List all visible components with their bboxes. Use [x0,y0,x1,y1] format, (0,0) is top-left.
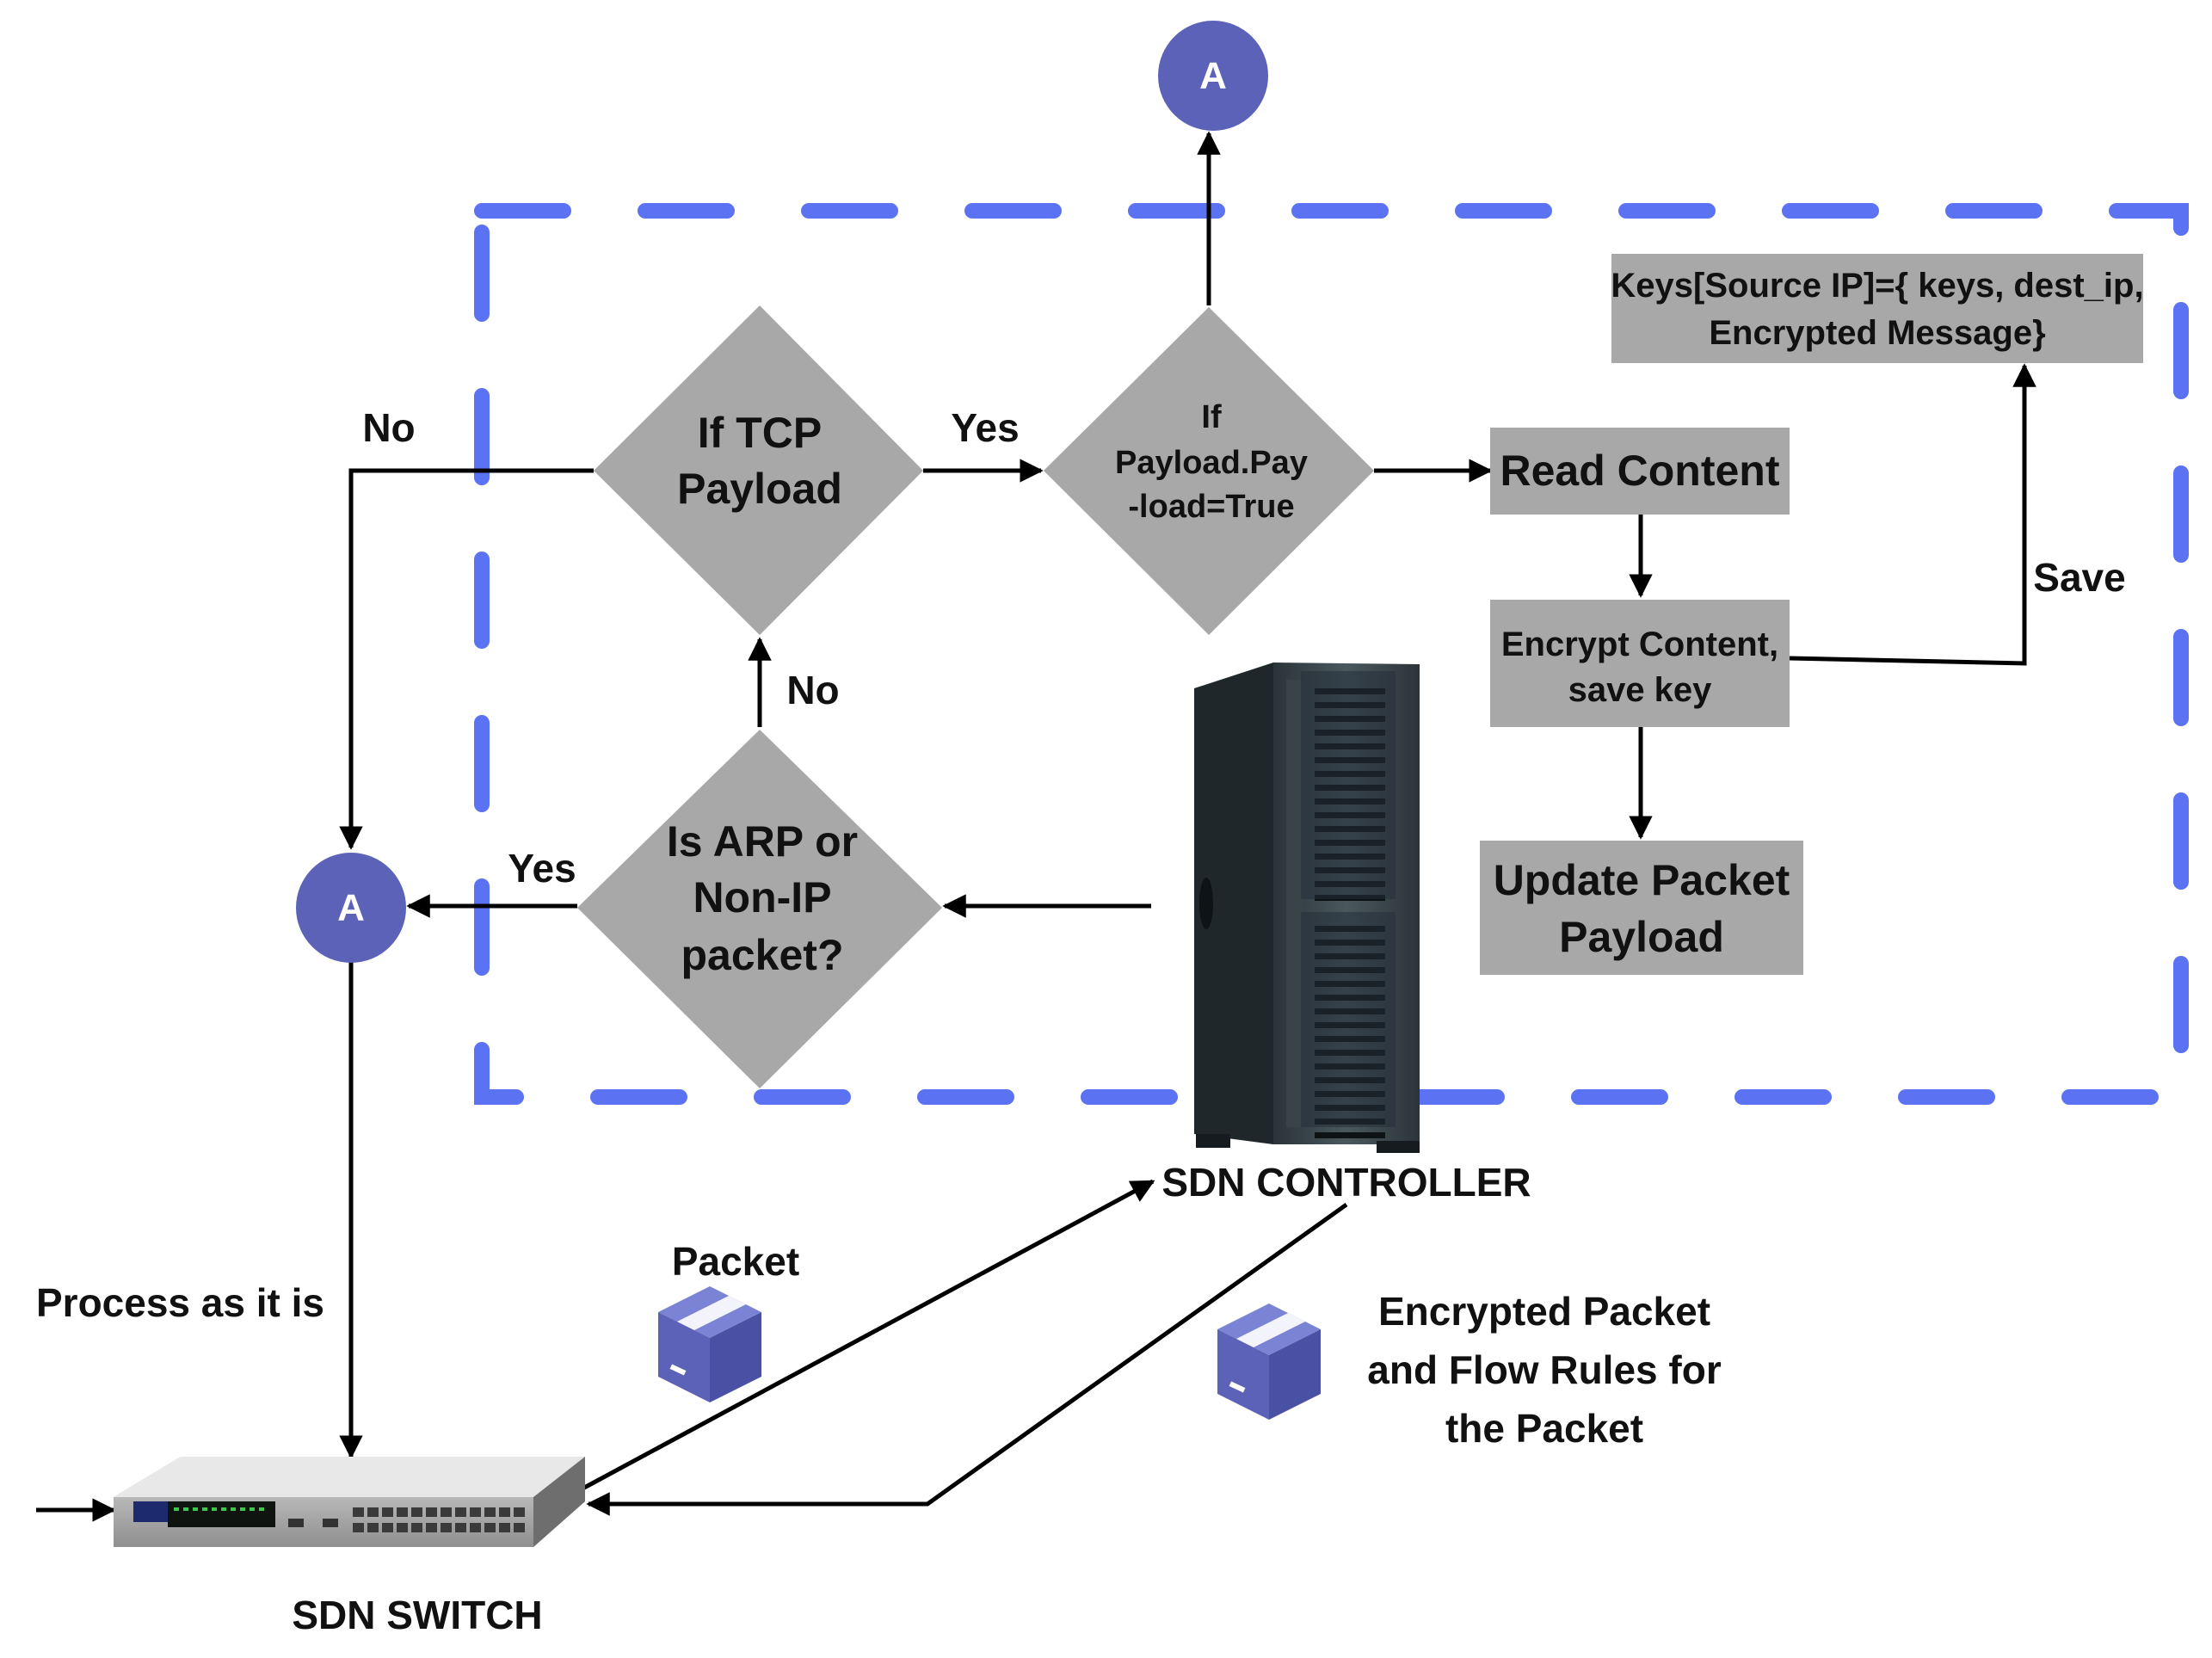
encrypted-packet-label-line3: the Packet [1445,1406,1643,1451]
svg-text:A: A [1199,55,1227,97]
network-port [397,1507,408,1517]
network-port [470,1507,481,1517]
status-led [250,1507,255,1511]
network-port [353,1507,364,1517]
process-encrypt-content: Encrypt Content, save key [1490,600,1790,727]
network-port [455,1523,466,1532]
decision-payload-true: If Payload.Pay -load=True [1044,307,1374,635]
network-port [484,1507,496,1517]
svg-text:A: A [337,887,365,929]
status-led [259,1507,264,1511]
process-update-payload: Update Packet Payload [1480,841,1803,975]
encrypted-packet-label-line2: and Flow Rules for [1367,1347,1722,1392]
network-port [514,1507,525,1517]
process-read-content: Read Content [1490,428,1790,515]
network-port [397,1523,408,1532]
edge-controller-switch [586,1202,1348,1516]
packet-label: Packet [672,1239,799,1284]
svg-text:Payload: Payload [1559,913,1724,961]
edge-switch-controller [573,1179,1155,1495]
status-led [212,1507,217,1511]
status-led [231,1507,236,1511]
network-port [367,1507,379,1517]
label-process-as-is: Process as it is [36,1280,324,1325]
status-led [221,1507,226,1511]
drive-slot [1315,1132,1385,1138]
status-led [174,1507,179,1511]
status-led [202,1507,207,1511]
label-no-mid: No [786,668,839,712]
network-port [499,1507,510,1517]
network-port [382,1523,393,1532]
label-yes-left: Yes [508,846,576,891]
svg-text:Encrypted Message}: Encrypted Message} [1709,314,2045,352]
network-port [484,1523,496,1532]
encrypted-packet-label-line1: Encrypted Packet [1378,1289,1710,1334]
edge-tcp-no [339,468,594,850]
network-port [470,1523,481,1532]
status-led [240,1507,245,1511]
package-box-icon [1217,1304,1321,1420]
status-led [193,1507,198,1511]
network-port [353,1523,364,1532]
controller-label: SDN CONTROLLER [1161,1160,1531,1205]
flow-edges [36,131,2036,1522]
svg-text:Read Content: Read Content [1500,447,1780,495]
svg-text:save key: save key [1568,671,1713,709]
network-port [382,1507,393,1517]
decision-arp-non-ip: Is ARP or Non-IP packet? [577,730,942,1088]
network-port [411,1507,422,1517]
svg-text:If: If [1201,399,1222,435]
network-port [367,1523,379,1532]
status-led [183,1507,188,1511]
svg-text:Payload.Pay: Payload.Pay [1115,445,1308,481]
svg-text:packet?: packet? [681,931,844,979]
network-port [426,1523,437,1532]
switch-label: SDN SWITCH [292,1593,542,1637]
network-port [499,1523,510,1532]
server-tower-icon [1194,663,1420,1153]
label-yes-top: Yes [951,405,1019,450]
network-port [441,1507,452,1517]
edge-encrypt-keys [1789,363,2036,666]
svg-text:Update Packet: Update Packet [1494,856,1790,904]
package-box-icon [658,1286,761,1402]
label-save: Save [2033,555,2125,600]
svg-text:Encrypt Content,: Encrypt Content, [1501,626,1778,663]
connector-a-left: A [296,853,406,963]
label-no-top: No [362,405,415,450]
network-port [514,1523,525,1532]
network-port [411,1523,422,1532]
svg-text:-load=True: -load=True [1128,489,1294,525]
network-port [455,1507,466,1517]
decision-tcp-payload: If TCP Payload [594,305,923,635]
svg-text:Is ARP or: Is ARP or [667,817,858,866]
svg-text:Non-IP: Non-IP [693,873,831,921]
connector-a-top: A [1158,21,1268,131]
svg-text:Keys[Source IP]={ keys, dest_i: Keys[Source IP]={ keys, dest_ip, [1611,267,2143,305]
svg-text:Payload: Payload [677,465,842,513]
process-keys-store: Keys[Source IP]={ keys, dest_ip, Encrypt… [1611,254,2144,363]
svg-text:If TCP: If TCP [698,409,822,457]
network-port [441,1523,452,1532]
network-port [426,1507,437,1517]
network-switch-icon [114,1457,585,1547]
